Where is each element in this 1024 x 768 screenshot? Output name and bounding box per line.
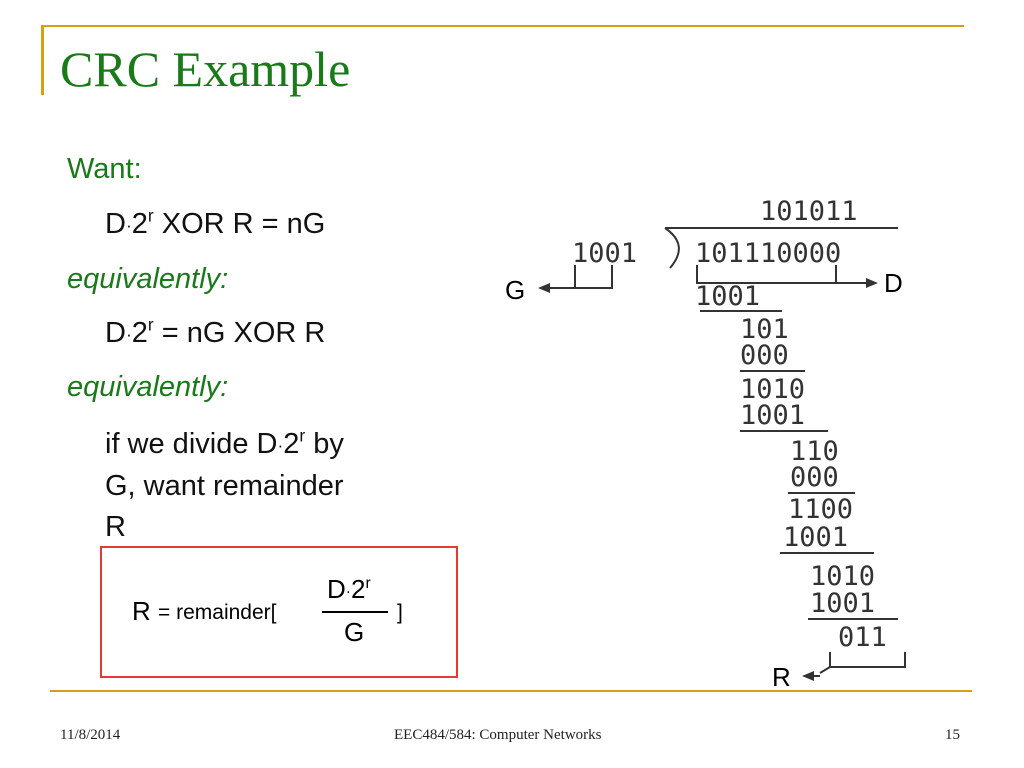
step-6: 110 [790, 436, 839, 467]
label-r: R [772, 662, 791, 692]
bullet-equivalently-1: equivalently: [67, 263, 229, 295]
division-bracket [664, 227, 680, 269]
formula-numerator: D·2r [327, 574, 371, 604]
r-bracket [829, 652, 906, 668]
step-4: 1010 [740, 374, 805, 405]
step-8: 1100 [788, 494, 853, 525]
g-arrowhead [538, 283, 550, 293]
dot-operator: · [277, 435, 284, 456]
quotient: 101011 [760, 196, 858, 227]
footer-date: 11/8/2014 [60, 727, 121, 743]
formula-box [100, 546, 458, 678]
formula-remainder: = remainder[ [158, 601, 277, 624]
g-bracket [574, 265, 613, 289]
footer-course: EEC484/584: Computer Networks [394, 727, 602, 743]
r-arrowhead [802, 671, 814, 681]
step-7: 000 [790, 462, 839, 493]
r-connector [819, 666, 831, 674]
footer-page-number: 15 [945, 727, 960, 743]
footer-divider [50, 690, 972, 692]
bullet-equivalently-2: equivalently: [67, 371, 229, 403]
step-5: 1001 [740, 400, 805, 431]
equation-1: D·2r XOR R = nG [105, 205, 326, 240]
equation-2: D·2r = nG XOR R [105, 314, 326, 349]
bullet-want: Want: [67, 153, 142, 185]
d-arrowhead [866, 278, 878, 288]
label-d: D [884, 268, 903, 298]
dot-operator: · [125, 324, 132, 345]
formula-close-bracket: ] [397, 601, 403, 624]
dividend: 101110000 [695, 238, 841, 269]
step-12: 011 [838, 622, 887, 653]
step-2: 101 [740, 314, 789, 345]
accent-horizontal-line [44, 25, 964, 27]
slide-title: CRC Example [60, 41, 351, 97]
step-1: 1001 [695, 281, 760, 312]
formula-r: R [132, 596, 151, 626]
step-10: 1010 [810, 561, 875, 592]
formula-denominator: G [344, 617, 365, 647]
step-11: 1001 [810, 588, 875, 619]
accent-vertical-line [41, 25, 44, 95]
dot-operator: · [125, 215, 132, 236]
d-bracket [696, 265, 837, 284]
divisor: 1001 [572, 238, 637, 269]
step-3: 000 [740, 340, 789, 371]
step-9: 1001 [783, 522, 848, 553]
fraction-bar [322, 611, 388, 613]
divide-statement: if we divide D·2r by G, want remainder R [105, 425, 344, 544]
label-g: G [505, 275, 525, 305]
